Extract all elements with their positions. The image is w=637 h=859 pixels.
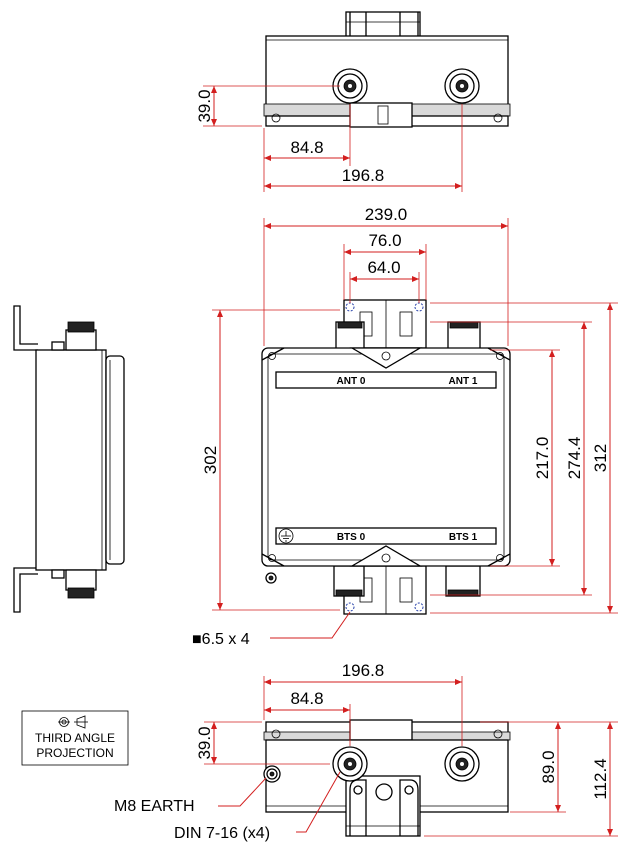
dim-front-height-total: 302 bbox=[201, 446, 220, 474]
top-view-connector-right bbox=[444, 68, 480, 104]
side-connector-top bbox=[51, 321, 97, 351]
dim-bottom-offset: 84.8 bbox=[290, 689, 323, 708]
callout-din: DIN 7-16 (x4) bbox=[174, 825, 270, 842]
side-view-bracket-top bbox=[13, 305, 38, 351]
dim-front-mount-inner: 274.4 bbox=[565, 437, 584, 480]
bottom-view-connector-left bbox=[332, 746, 368, 782]
top-view: 39.0 84.8 196.8 bbox=[195, 11, 511, 192]
front-connector-ant1 bbox=[447, 321, 481, 351]
dim-front-bracket-inner: 64.0 bbox=[367, 258, 400, 277]
dim-top-spacing: 196.8 bbox=[342, 166, 385, 185]
dim-front-mount-outer: 312 bbox=[591, 444, 610, 472]
dim-front-width: 239.0 bbox=[365, 205, 408, 224]
side-view-bracket-bottom bbox=[13, 567, 38, 613]
hole-callout: ■6.5 x 4 bbox=[192, 631, 250, 648]
dim-front-body: 217.0 bbox=[533, 437, 552, 480]
front-connector-bts1 bbox=[445, 565, 481, 597]
bottom-view-bracket bbox=[345, 775, 421, 837]
label-ant0: ANT 0 bbox=[337, 376, 366, 387]
dim-bottom-spacing: 196.8 bbox=[342, 661, 385, 680]
earth-symbol-icon bbox=[278, 528, 294, 544]
dim-bottom-total: 112.4 bbox=[591, 758, 610, 799]
side-view-enclosure bbox=[35, 349, 107, 571]
label-bts0: BTS 0 bbox=[337, 532, 366, 543]
front-view: ANT 0 ANT 1 BTS 0 BTS 1 239.0 76.0 64.0 bbox=[192, 205, 618, 648]
dim-front-bracket-outer: 76.0 bbox=[368, 231, 401, 250]
dim-top-offset: 84.8 bbox=[290, 138, 323, 157]
mounting-hole-4 bbox=[414, 602, 424, 612]
label-strip-bottom bbox=[275, 527, 497, 545]
front-connector-ant0 bbox=[335, 321, 365, 351]
projection-line1: THIRD ANGLE bbox=[35, 731, 115, 745]
side-connector-bottom bbox=[51, 569, 97, 599]
mounting-hole-2 bbox=[414, 302, 424, 312]
bottom-view: 196.8 84.8 39.0 89.0 112.4 M8 EARTH DIN … bbox=[114, 661, 618, 842]
earth-stud bbox=[263, 765, 281, 783]
projection-box: THIRD ANGLE PROJECTION bbox=[21, 710, 129, 766]
mounting-hole-1 bbox=[345, 302, 355, 312]
mounting-hole-3 bbox=[345, 602, 355, 612]
top-view-connector-left bbox=[332, 68, 368, 104]
projection-line2: PROJECTION bbox=[36, 746, 113, 760]
front-connector-bts0 bbox=[333, 565, 365, 597]
third-angle-projection-icon bbox=[58, 715, 88, 729]
dim-top-height: 39.0 bbox=[195, 89, 214, 122]
callout-earth: M8 EARTH bbox=[114, 798, 195, 815]
label-strip-top bbox=[275, 371, 497, 389]
bottom-view-connector-right bbox=[444, 746, 480, 782]
dim-bottom-height: 39.0 bbox=[195, 726, 214, 759]
dim-bottom-mount: 89.0 bbox=[539, 750, 558, 783]
side-view bbox=[13, 305, 125, 613]
label-bts1: BTS 1 bbox=[449, 532, 478, 543]
label-ant1: ANT 1 bbox=[449, 376, 478, 387]
